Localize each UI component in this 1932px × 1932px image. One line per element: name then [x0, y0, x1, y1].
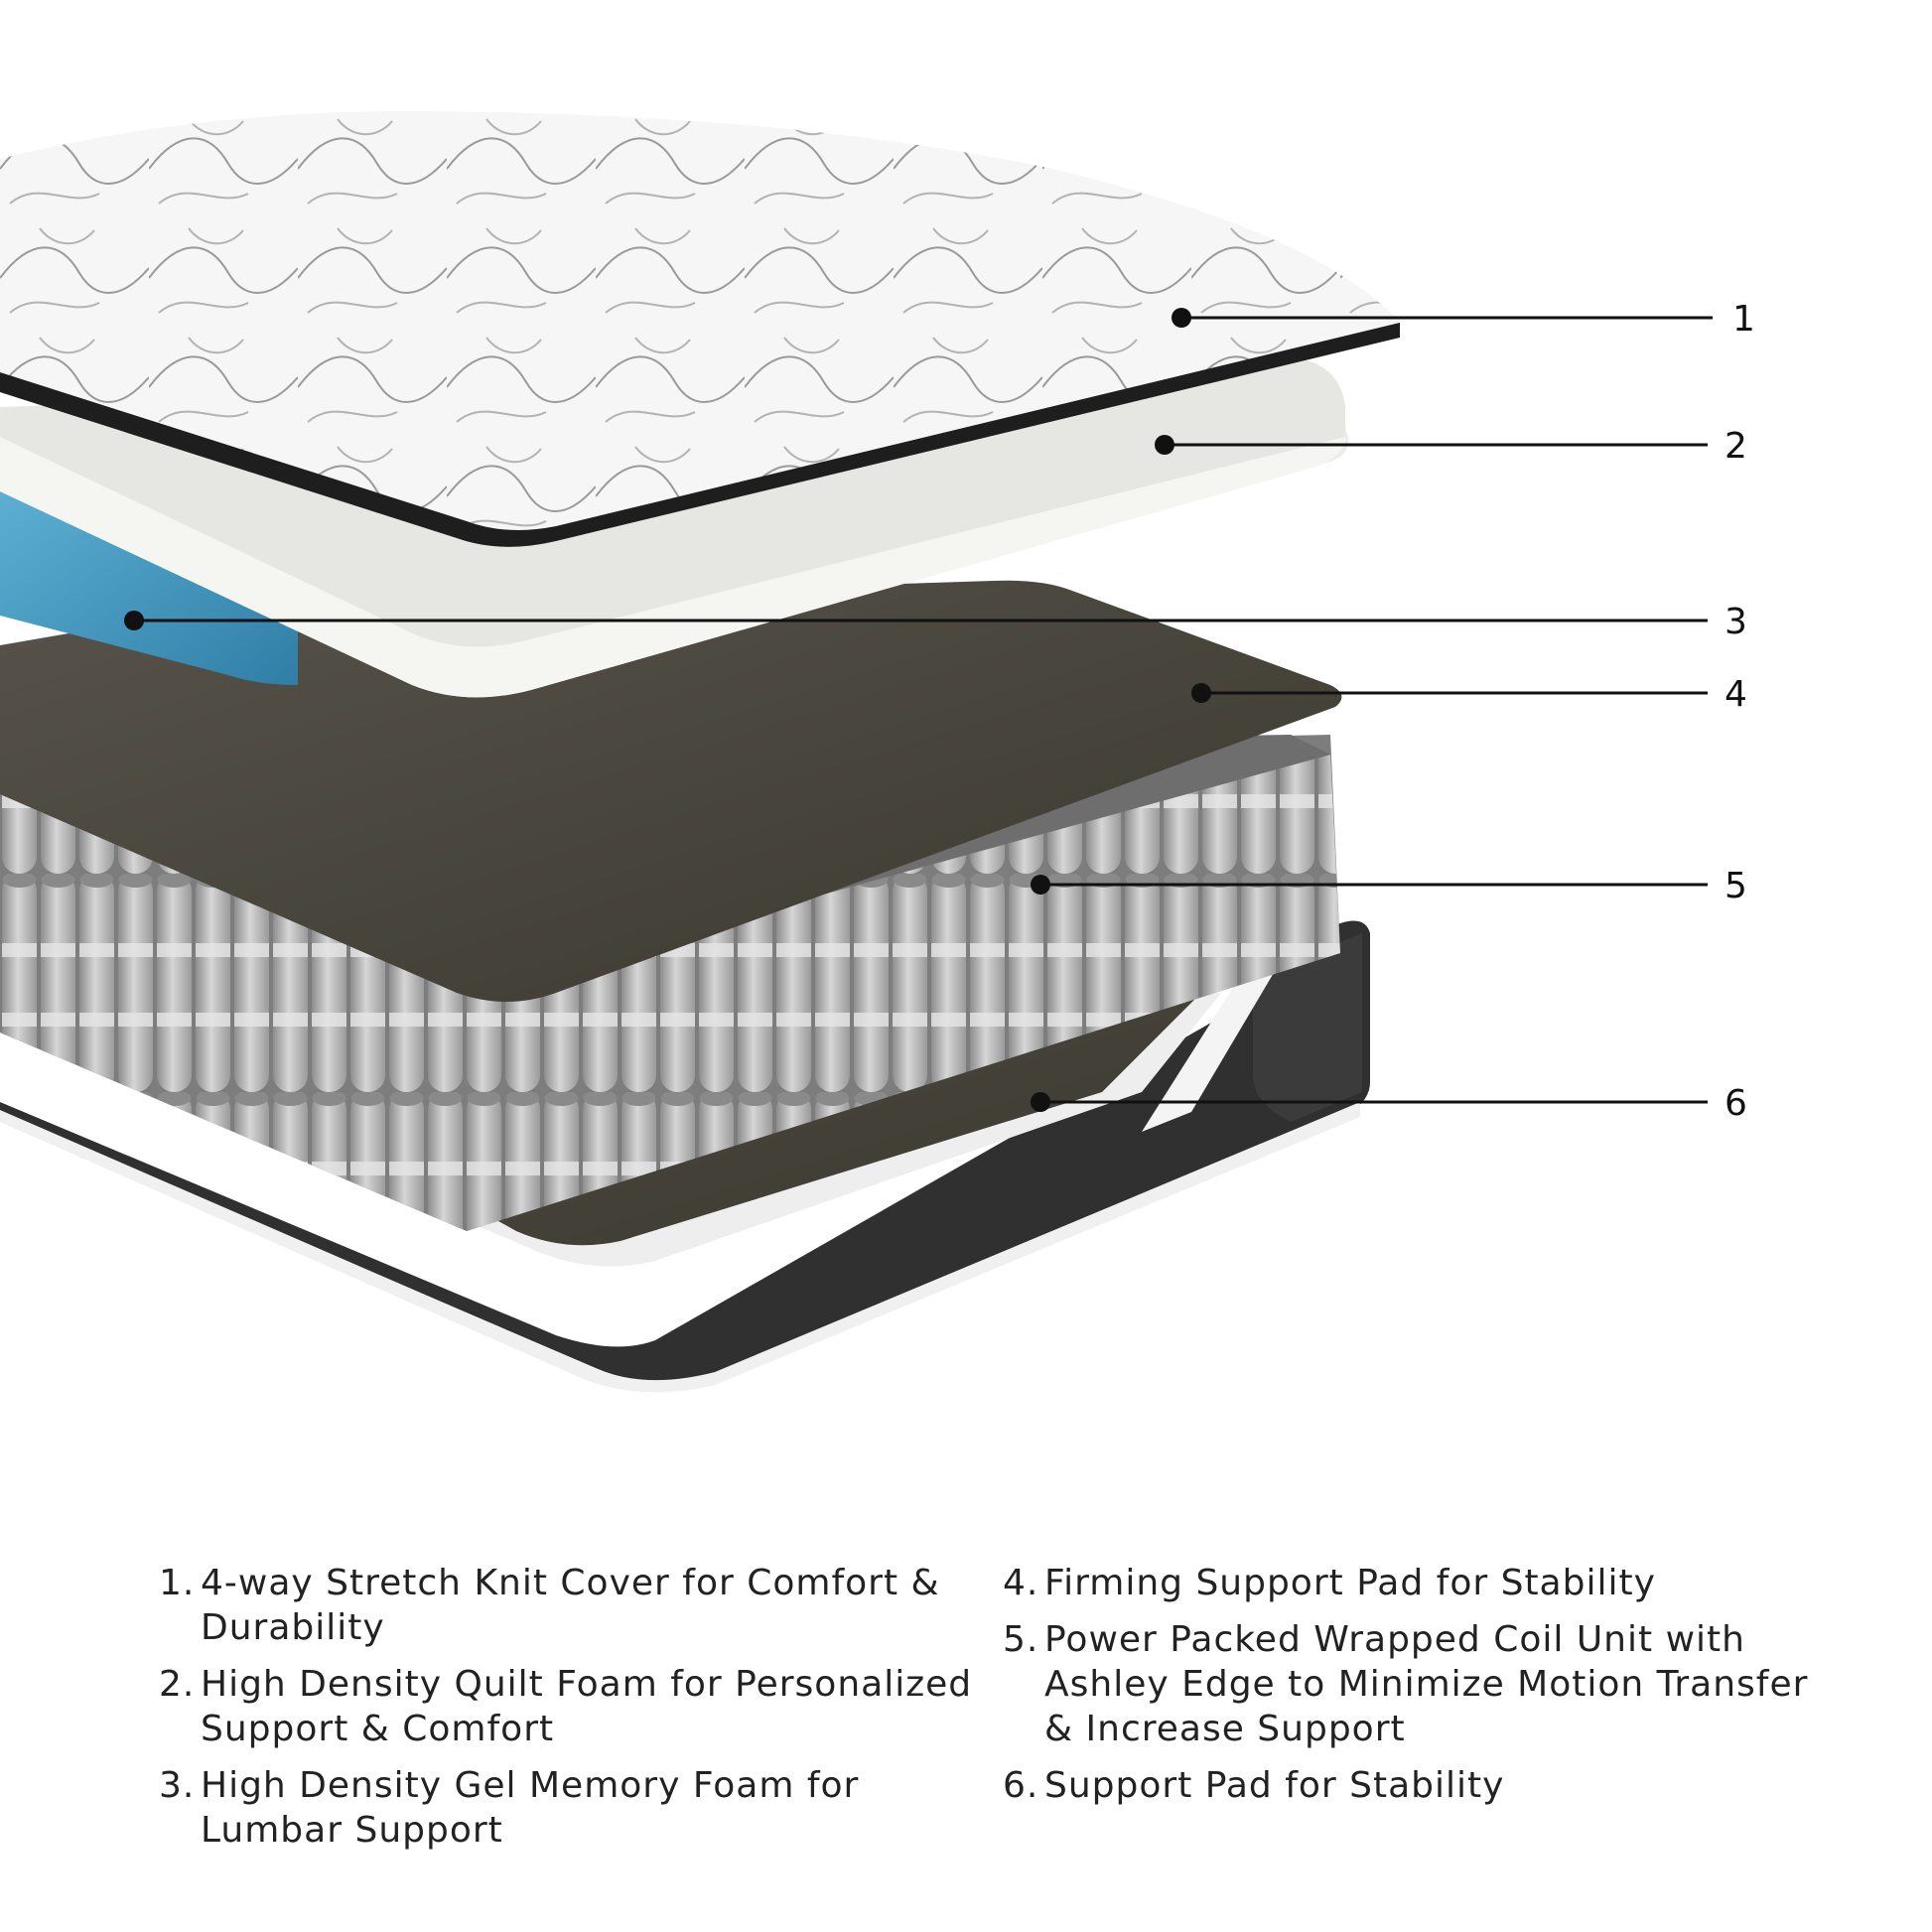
callout-2: 2 [1155, 426, 1747, 467]
callout-1: 1 [1172, 299, 1755, 340]
legend-item-2: 2. High Density Quilt Foam for Personali… [159, 1662, 973, 1751]
legend-item-5: 5. Power Packed Wrapped Coil Unit with A… [1003, 1617, 1817, 1751]
legend-column-right: 4. Firming Support Pad for Stability 5. … [1003, 1561, 1817, 1820]
callout-leaders: 1 2 3 4 5 6 [124, 299, 1755, 1124]
legend-column-left: 1. 4-way Stretch Knit Cover for Comfort … [159, 1561, 973, 1864]
callout-label-2: 2 [1725, 426, 1747, 467]
legend-text: High Density Gel Memory Foam for Lumbar … [201, 1765, 860, 1851]
mattress-layer-diagram: 1 2 3 4 5 6 [0, 110, 1755, 1393]
callout-label-1: 1 [1732, 299, 1755, 340]
legend-text: Power Packed Wrapped Coil Unit with Ashl… [1044, 1619, 1809, 1749]
legend-item-1: 1. 4-way Stretch Knit Cover for Comfort … [159, 1561, 973, 1650]
callout-6: 6 [1031, 1083, 1747, 1124]
callout-label-5: 5 [1725, 866, 1747, 906]
callout-label-6: 6 [1725, 1083, 1747, 1124]
callout-label-3: 3 [1725, 602, 1747, 642]
legend-item-4: 4. Firming Support Pad for Stability [1003, 1561, 1817, 1605]
legend-item-3: 3. High Density Gel Memory Foam for Lumb… [159, 1763, 973, 1853]
legend-number: 5. [1003, 1619, 1039, 1660]
callout-label-4: 4 [1725, 674, 1747, 715]
legend-number: 6. [1003, 1765, 1039, 1806]
legend-item-6: 6. Support Pad for Stability [1003, 1763, 1817, 1808]
legend-text: 4-way Stretch Knit Cover for Comfort & D… [201, 1563, 940, 1648]
layer-1-cover [0, 110, 1400, 547]
layer-4-firming-pad [0, 580, 1342, 1002]
legend-number: 3. [159, 1765, 196, 1806]
legend-text: High Density Quilt Foam for Personalized… [201, 1664, 973, 1749]
callout-3: 3 [124, 602, 1747, 642]
legend-number: 1. [159, 1563, 196, 1603]
callout-4: 4 [1191, 674, 1747, 715]
legend-number: 2. [159, 1664, 196, 1705]
legend-number: 4. [1003, 1563, 1039, 1603]
legend-text: Support Pad for Stability [1044, 1765, 1505, 1806]
legend-text: Firming Support Pad for Stability [1044, 1563, 1656, 1603]
callout-5: 5 [1031, 866, 1747, 906]
